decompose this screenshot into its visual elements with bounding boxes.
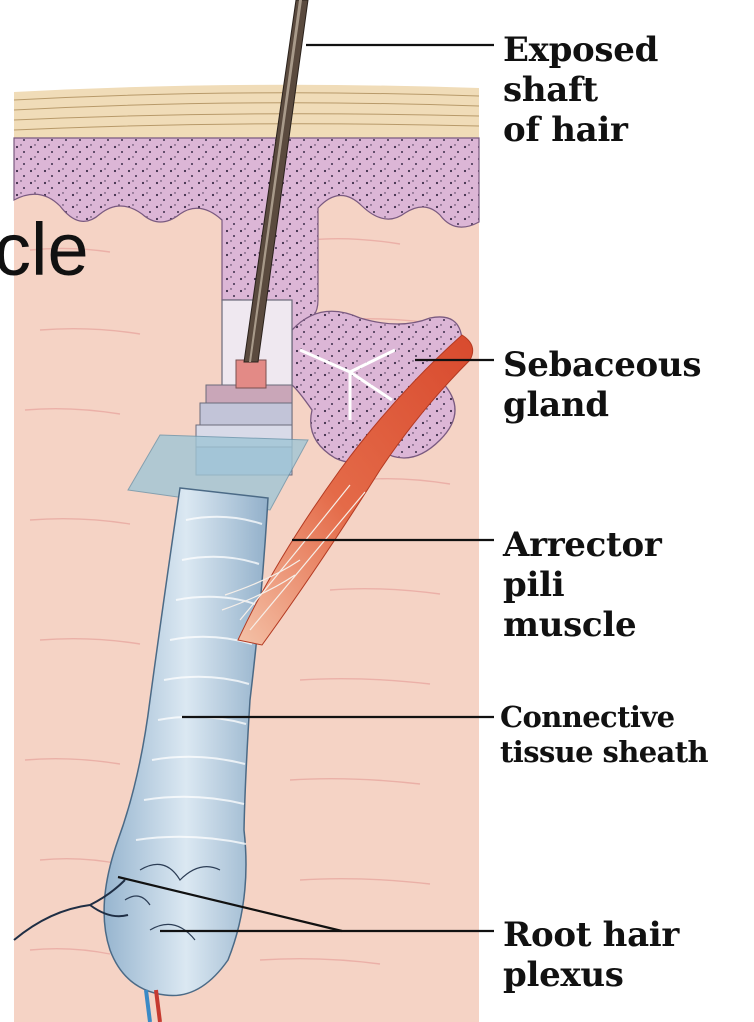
- label-connective-sheath: Connective tissue sheath: [500, 700, 708, 770]
- label-root-hair-plexus: Root hair plexus: [503, 915, 679, 995]
- label-exposed-shaft: Exposed shaft of hair: [503, 30, 658, 150]
- label-arrector-pili: Arrector pili muscle: [503, 525, 661, 645]
- slide-title-fragment: cle: [0, 205, 89, 295]
- label-sebaceous-gland: Sebaceous gland: [503, 345, 701, 425]
